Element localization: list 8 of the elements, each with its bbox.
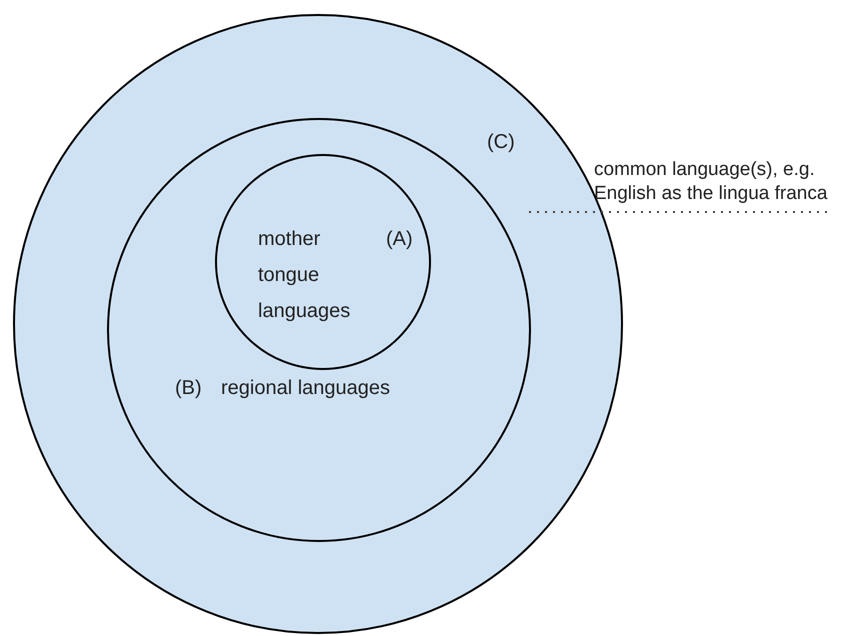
- circle-label: (C): [487, 130, 515, 155]
- circle-label: (A): [386, 227, 413, 252]
- circle-label: (B): [175, 376, 202, 401]
- annotation-text: common language(s), e.g. English as the lingua franca: [594, 158, 828, 206]
- middle-circle: [107, 118, 531, 542]
- circle-label: mother tongue languages: [258, 227, 352, 324]
- inner-circle: [215, 154, 431, 370]
- circle-label: regional languages: [221, 376, 390, 401]
